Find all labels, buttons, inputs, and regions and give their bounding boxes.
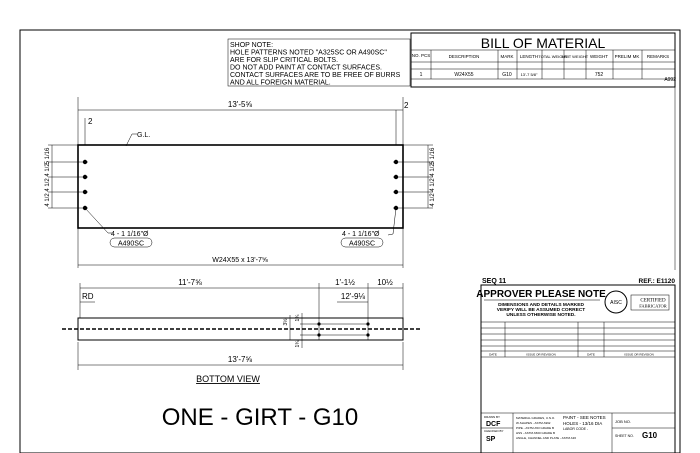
bom-cell: 13'-7 5/8" bbox=[521, 72, 538, 77]
bom-row: 1 W24X55 G10 13'-7 5/8" 752 A992 bbox=[420, 72, 677, 83]
beam-flange-bottom bbox=[77, 317, 404, 341]
material-note: PIPE - ASTM A53 GRADE B bbox=[516, 426, 554, 430]
bolt-grade-left: A490SC bbox=[118, 241, 144, 248]
shop-note-line: HOLE PATTERNS NOTED "A325SC OR A490SC" bbox=[230, 50, 387, 57]
bom-header: TOTAL WEIGHT bbox=[538, 54, 568, 59]
dimension-a: 11'-7⅝ bbox=[178, 278, 202, 287]
approver-text: UNLESS OTHERWISE NOTED. bbox=[506, 312, 575, 318]
aisc-logo-text: AISC bbox=[610, 300, 622, 306]
reference: REF.: E1120 bbox=[639, 278, 676, 285]
drawn-by-label: DRAWN BY bbox=[484, 415, 500, 419]
rev-header: DATE bbox=[489, 353, 497, 357]
rev-header: DATE bbox=[587, 353, 595, 357]
spacing-dim: 4 1/2 bbox=[430, 178, 436, 192]
shop-note-line: CONTACT SURFACES ARE TO BE FREE OF BURRS bbox=[230, 72, 401, 79]
gauge-line-label: G.L. bbox=[137, 132, 150, 139]
bom-header: PRELIM MK bbox=[615, 54, 640, 59]
spacing-dim: 4 1/2 bbox=[430, 193, 436, 207]
bolt-holes bbox=[82, 159, 399, 211]
material-note: ANGLE, CHANNEL AND PLATE - ASTM A36 bbox=[516, 436, 576, 440]
left-hole-spacing: 5 1/16 4 1/2 4 1/2 4 1/2 bbox=[45, 147, 51, 207]
overall-length: 13'-7⅝ bbox=[228, 355, 253, 364]
title-block: DRAWN BY DCF CHECKED BY SP MATERIAL GRAD… bbox=[481, 412, 675, 453]
checked-by-label: CHECKED BY bbox=[484, 429, 504, 433]
bom-title: BILL OF MATERIAL bbox=[481, 35, 606, 51]
material-note: HSS - ASTM A500 GRADE B bbox=[516, 431, 555, 435]
drawn-by: DCF bbox=[486, 421, 501, 428]
rev-header: ISSUE OR REVISION bbox=[526, 353, 556, 357]
small-dim: 1¾ bbox=[295, 340, 301, 348]
approver-text: VERIFY WILL BE ASSUMED CORRECT bbox=[497, 307, 585, 313]
spacing-dim: 5 1/16 bbox=[430, 147, 436, 164]
dimension-d: 12'-9⅛ bbox=[341, 292, 366, 301]
material-note: MATERIAL GRADES, U.N.O. bbox=[516, 416, 555, 420]
drawing-border bbox=[19, 29, 681, 453]
overall-dimension: 13'-5⅝ bbox=[228, 100, 253, 109]
checked-by: SP bbox=[486, 436, 496, 443]
member-length: W24X55 x 13'-7⅝ bbox=[212, 257, 268, 264]
spacing-dim: 4 1/2 bbox=[45, 193, 51, 207]
job-no-label: JOB NO. bbox=[615, 419, 631, 424]
shop-note-line: SHOP NOTE: bbox=[230, 42, 273, 49]
bottom-view: 11'-7⅝ 1'-1½ 10½ 12'-9⅛ RD 3½ 1¾ 1¾ 13'-… bbox=[62, 278, 420, 384]
bom-header: DESCRIPTION bbox=[449, 54, 480, 59]
sheet-number: G10 bbox=[642, 431, 658, 440]
dimension-b: 1'-1½ bbox=[335, 278, 355, 287]
reference-label: RD bbox=[82, 292, 94, 301]
approver-title: APPROVER PLEASE NOTE bbox=[476, 289, 606, 300]
approver-text: DIMENSIONS AND DETAILS MARKED bbox=[498, 302, 584, 308]
aisc-logo bbox=[604, 290, 628, 314]
shop-note-line: DO NOT ADD PAINT AT CONTACT SURFACES. bbox=[230, 65, 382, 72]
bom-cell: A992 bbox=[664, 77, 676, 83]
bom-cell: 1 bbox=[420, 72, 423, 78]
shop-note-line: AND ALL FOREIGN MATERIAL. bbox=[230, 80, 331, 87]
bom-header: REMARKS bbox=[647, 54, 669, 59]
bom-cell: 752 bbox=[595, 72, 604, 78]
cert-text: CERTIFIED bbox=[640, 299, 666, 304]
bolt-grade-right: A490SC bbox=[349, 241, 375, 248]
bom-header: LENGTH bbox=[520, 54, 538, 59]
bom-header: MARK bbox=[500, 54, 513, 59]
right-hole-spacing: 5 1/16 4 1/2 4 1/2 4 1/2 bbox=[430, 147, 436, 207]
hole-callout-left: 4 - 1 1/16"Ø bbox=[111, 231, 149, 238]
edge-distance-left: 2 bbox=[88, 117, 93, 126]
cert-text: FABRICATOR bbox=[639, 304, 667, 309]
sheet-label: SHEET NO. bbox=[615, 434, 634, 438]
approval-block: SEQ 11 REF.: E1120 APPROVER PLEASE NOTE … bbox=[476, 278, 676, 453]
bom-cell: W24X55 bbox=[454, 72, 473, 78]
sequence: SEQ 11 bbox=[482, 278, 506, 285]
spacing-dim: 4 1/2 bbox=[45, 163, 51, 177]
bom-header: UNIT WEIGHT bbox=[562, 54, 589, 59]
top-view: 13'-5⅝ 2 2 G.L. 5 1/16 4 1/2 4 1/2 4 1/2… bbox=[45, 97, 436, 268]
bom-header: WEIGHT bbox=[590, 54, 608, 59]
spacing-dim: 5 1/16 bbox=[45, 147, 51, 164]
material-note: W-SHAPES - ASTM A992 bbox=[516, 421, 551, 425]
labor-code: LABOR CODE - bbox=[563, 427, 589, 431]
bill-of-material: BILL OF MATERIAL NO. PCS DESCRIPTION MAR… bbox=[410, 32, 677, 270]
view-label: BOTTOM VIEW bbox=[196, 374, 260, 384]
small-dim: 3½ bbox=[282, 318, 289, 326]
dimension-c: 10½ bbox=[377, 278, 393, 287]
beam-elevation bbox=[77, 144, 404, 229]
drawing-title: ONE - GIRT - G10 bbox=[162, 404, 359, 431]
hole-callout-right: 4 - 1 1/16"Ø bbox=[342, 231, 380, 238]
rev-header: ISSUE OR REVISION bbox=[624, 353, 654, 357]
paint-note: PAINT - SEE NOTES bbox=[563, 415, 606, 420]
spacing-dim: 4 1/2 bbox=[430, 163, 436, 177]
bom-header: NO. PCS bbox=[412, 53, 431, 58]
shop-note-line: ARE FOR SLIP CRITICAL BOLTS. bbox=[230, 57, 338, 64]
spacing-dim: 4 1/2 bbox=[45, 178, 51, 192]
revision-table bbox=[481, 321, 675, 358]
edge-distance-right: 2 bbox=[404, 101, 409, 110]
holes-note: HOLES - 13/16 DIA bbox=[563, 421, 602, 426]
bom-cell: G10 bbox=[502, 72, 512, 78]
shop-note: SHOP NOTE: HOLE PATTERNS NOTED "A325SC O… bbox=[227, 38, 411, 87]
